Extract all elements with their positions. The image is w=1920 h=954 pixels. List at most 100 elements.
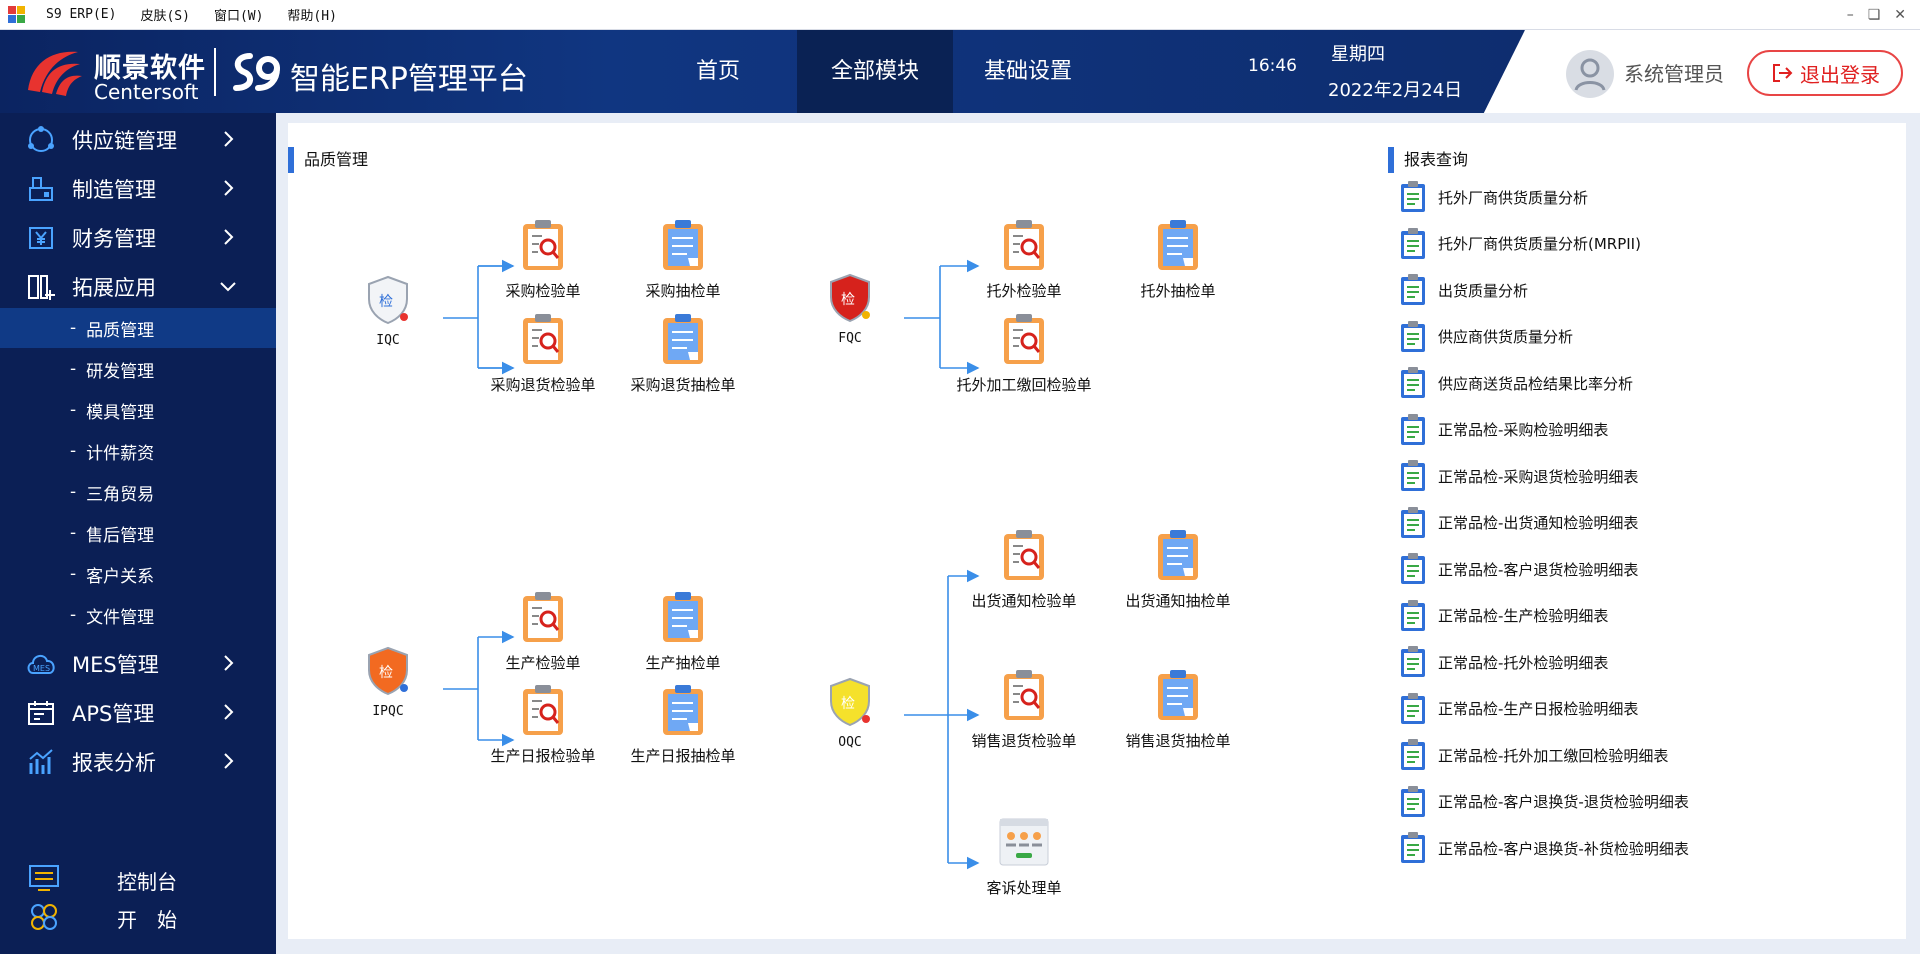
sidebar-sub-rnd[interactable]: -研发管理 [70, 359, 155, 382]
report-item-label: 托外厂商供货质量分析 [1438, 188, 1589, 207]
sidebar-item-label: APS管理 [72, 701, 155, 726]
module-label: 采购退货检验单 [490, 376, 596, 394]
report-item[interactable]: 正常品检-采购检验明细表 [1398, 410, 1608, 450]
ipqc-node[interactable]: 检 IPQC [358, 646, 418, 719]
console-button[interactable]: 控制台 [0, 861, 276, 899]
iqc-node[interactable]: 检 IQC [358, 275, 418, 348]
report-item[interactable]: 正常品检-客户退换货-退货检验明细表 [1398, 782, 1689, 822]
report-item[interactable]: 正常品检-客户退换货-补货检验明细表 [1398, 828, 1689, 868]
module-daily-report-inspection[interactable]: 生产日报检验单 [473, 683, 613, 766]
weekday: 星期四 [1331, 44, 1385, 65]
report-item[interactable]: 出货质量分析 [1398, 270, 1528, 310]
platform-title: 智能ERP管理平台 [290, 62, 528, 97]
svg-text:检: 检 [379, 294, 393, 310]
module-production-sampling[interactable]: 生产抽检单 [623, 590, 743, 673]
menu-skin[interactable]: 皮肤(S) [140, 9, 190, 24]
report-doc-icon [1401, 367, 1425, 398]
sidebar-sub-piece-wage[interactable]: -计件薪资 [70, 441, 155, 464]
report-item[interactable]: 正常品检-生产日报检验明细表 [1398, 689, 1638, 729]
report-item[interactable]: 正常品检-生产检验明细表 [1398, 596, 1608, 636]
manufacturing-icon [24, 172, 58, 206]
sidebar-item-manufacturing[interactable]: 制造管理 [0, 164, 276, 213]
oqc-node[interactable]: 检 OQC [820, 677, 880, 750]
console-icon [28, 863, 62, 897]
sidebar-sub-file[interactable]: -文件管理 [70, 605, 155, 628]
module-shipment-inspection[interactable]: 出货通知检验单 [954, 528, 1094, 611]
node-label: IPQC [372, 704, 404, 719]
logout-label: 退出登录 [1800, 62, 1880, 87]
report-item-label: 正常品检-采购退货检验明细表 [1438, 467, 1639, 486]
report-item-label: 正常品检-采购检验明细表 [1438, 421, 1609, 439]
module-daily-report-sampling[interactable]: 生产日报抽检单 [613, 683, 753, 766]
report-item[interactable]: 供应商送货品检结果比率分析 [1398, 363, 1633, 403]
module-purchase-return-sampling[interactable]: 采购退货抽检单 [613, 312, 753, 395]
sidebar-item-mes[interactable]: MES MES管理 [0, 639, 276, 688]
brand-name: 顺景软件 [94, 53, 206, 84]
report-item[interactable]: 托外厂商供货质量分析(MRPII) [1398, 224, 1641, 264]
module-sales-return-inspection[interactable]: 销售退货检验单 [954, 668, 1094, 751]
module-complaint[interactable]: 客诉处理单 [964, 815, 1084, 898]
menu-help[interactable]: 帮助(H) [287, 9, 337, 24]
logo-divider [214, 48, 216, 96]
module-label: 采购退货抽检单 [630, 376, 736, 394]
sidebar-item-aps[interactable]: APS管理 [0, 688, 276, 737]
report-item[interactable]: 正常品检-客户退货检验明细表 [1398, 549, 1638, 589]
module-outsource-inspection[interactable]: 托外检验单 [964, 218, 1084, 301]
clipboard-search-icon [1004, 220, 1044, 270]
report-item[interactable]: 托外厂商供货质量分析 [1398, 177, 1588, 217]
logout-button[interactable]: 退出登录 [1747, 50, 1903, 96]
report-item[interactable]: 正常品检-出货通知检验明细表 [1398, 503, 1638, 543]
sidebar-item-supply-chain[interactable]: 供应链管理 [0, 115, 276, 164]
sidebar-sub-quality[interactable]: -品质管理 [0, 308, 276, 348]
sidebar-sub-triangle-trade[interactable]: -三角贸易 [70, 482, 155, 505]
module-label: 生产日报检验单 [490, 747, 596, 765]
report-item[interactable]: 正常品检-采购退货检验明细表 [1398, 456, 1638, 496]
sidebar-sub-crm[interactable]: -客户关系 [70, 564, 155, 587]
sidebar-item-finance[interactable]: 财务管理 [0, 213, 276, 262]
report-panel-title: 报表查询 [1388, 147, 1468, 173]
module-outsource-return-inspection[interactable]: 托外加工缴回检验单 [939, 312, 1109, 395]
sidebar-item-label: 报表分析 [72, 750, 156, 775]
report-item[interactable]: 正常品检-托外加工缴回检验明细表 [1398, 735, 1668, 775]
sidebar-item-report-analysis[interactable]: 报表分析 [0, 737, 276, 786]
report-item[interactable]: 正常品检-托外检验明细表 [1398, 642, 1608, 682]
report-item[interactable]: 供应商供货质量分析 [1398, 317, 1573, 357]
start-button[interactable]: 开 始 [0, 899, 276, 937]
node-label: FQC [838, 331, 862, 346]
module-shipment-sampling[interactable]: 出货通知抽检单 [1108, 528, 1248, 611]
quality-panel: 品质管理 [288, 123, 1388, 939]
avatar[interactable] [1566, 50, 1614, 98]
minimize-icon[interactable]: – [1846, 6, 1854, 23]
console-label: 控制台 [117, 869, 177, 894]
tab-basic-settings[interactable]: 基础设置 [983, 59, 1072, 84]
clipboard-search-icon [1004, 314, 1044, 364]
svg-text:MES: MES [33, 664, 50, 673]
tab-all-modules[interactable]: 全部模块 [797, 30, 953, 113]
sidebar-item-label: 供应链管理 [72, 128, 177, 153]
sidebar-item-label: 拓展应用 [72, 275, 156, 300]
app-icon [8, 5, 26, 24]
module-sales-return-sampling[interactable]: 销售退货抽检单 [1108, 668, 1248, 751]
close-icon[interactable]: ✕ [1894, 6, 1906, 23]
restore-icon[interactable]: ❏ [1867, 6, 1881, 23]
sidebar-item-label: 财务管理 [72, 226, 156, 251]
module-outsource-sampling[interactable]: 托外抽检单 [1118, 218, 1238, 301]
module-purchase-return-inspection[interactable]: 采购退货检验单 [473, 312, 613, 395]
clipboard-search-icon [523, 220, 563, 270]
module-label: 托外加工缴回检验单 [956, 376, 1092, 394]
module-purchase-inspection[interactable]: 采购检验单 [483, 218, 603, 301]
report-item-label: 正常品检-生产日报检验明细表 [1438, 700, 1639, 718]
shield-icon: 检 [830, 677, 870, 727]
chevron-right-icon [224, 131, 234, 147]
module-purchase-sampling[interactable]: 采购抽检单 [623, 218, 743, 301]
fqc-node[interactable]: 检 FQC [820, 273, 880, 346]
sidebar-item-extension[interactable]: 拓展应用 [0, 262, 276, 311]
menu-erp[interactable]: S9 ERP(E) [46, 7, 117, 22]
chevron-right-icon [224, 704, 234, 720]
module-production-inspection[interactable]: 生产检验单 [483, 590, 603, 673]
tab-home[interactable]: 首页 [695, 59, 740, 84]
sidebar-sub-mold[interactable]: -模具管理 [70, 400, 155, 423]
module-label: 托外检验单 [986, 282, 1062, 300]
menu-window[interactable]: 窗口(W) [213, 9, 264, 24]
sidebar-sub-after-sales[interactable]: -售后管理 [70, 523, 155, 546]
